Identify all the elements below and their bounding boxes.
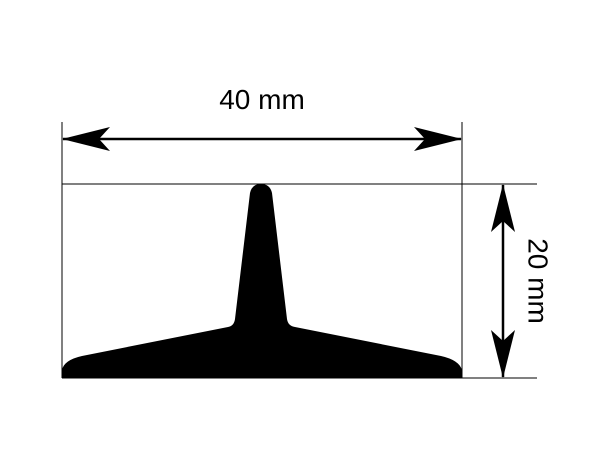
height-label: 20 mm [523, 238, 554, 324]
t-profile-shape [62, 184, 462, 378]
width-label: 40 mm [219, 84, 305, 115]
